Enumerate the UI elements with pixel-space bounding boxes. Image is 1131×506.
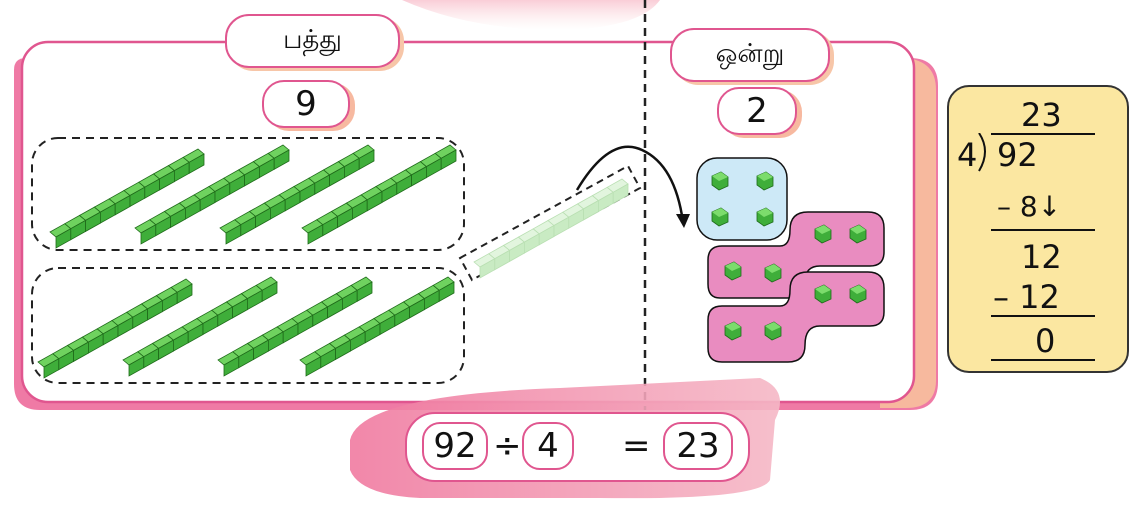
ten-rod-icon: [217, 276, 373, 377]
step1-subtract: – 8↓: [997, 190, 1062, 223]
quotient-line: [991, 133, 1095, 135]
unit-cube-icon: [814, 284, 832, 304]
unit-cube-icon: [724, 261, 742, 281]
step2-subtract: – 12: [993, 278, 1060, 316]
ten-rod-icon: [299, 276, 455, 377]
ones-label: ஒன்று: [670, 28, 830, 82]
final-remainder: 0: [1035, 322, 1056, 360]
equation-result: 23: [663, 422, 733, 470]
step2-line: [991, 315, 1095, 317]
unit-cube-icon: [764, 263, 782, 283]
unit-cube-icon: [711, 171, 729, 191]
ones-value: 2: [717, 87, 797, 135]
unit-cube-icon: [814, 224, 832, 244]
unit-cube-icon: [764, 321, 782, 341]
unit-cube-icon: [849, 284, 867, 304]
ten-rod-icon: [122, 276, 278, 377]
unit-cube-icon: [756, 171, 774, 191]
ones-value-text: 2: [746, 91, 768, 131]
unit-cube-icon: [756, 207, 774, 227]
faded-ten-rod-icon: [473, 178, 629, 279]
ten-rod-icon: [37, 278, 193, 379]
equation-divisor-text: 4: [537, 426, 559, 466]
step1-line: [991, 229, 1095, 231]
ten-rod-icon: [219, 144, 375, 245]
long-division-box: 23 4 92 – 8↓ 12 – 12 0: [947, 85, 1129, 373]
quotient: 23: [1021, 96, 1062, 134]
equation-divisor: 4: [522, 422, 574, 470]
equation-operator: ÷: [493, 426, 522, 466]
equation-dividend-text: 92: [433, 426, 477, 466]
division-bracket-icon: [978, 133, 986, 172]
ten-rod-icon: [134, 144, 290, 245]
tens-value: 9: [262, 80, 350, 128]
curved-arrow-icon: [575, 145, 685, 223]
equation-dividend: 92: [422, 422, 488, 470]
tens-label: பத்து: [225, 14, 400, 68]
unit-cube-icon: [849, 224, 867, 244]
equation-equals: =: [622, 426, 651, 466]
divisor: 4: [957, 136, 978, 174]
tens-label-text: பத்து: [283, 24, 342, 55]
dividend: 92: [997, 136, 1038, 174]
unit-cube-icon: [711, 207, 729, 227]
ten-rod-icon: [49, 148, 205, 249]
final-line: [991, 359, 1095, 361]
step1-remainder: 12: [1021, 238, 1062, 276]
ones-label-text: ஒன்று: [715, 38, 785, 69]
tens-value-text: 9: [295, 84, 317, 124]
unit-cube-icon: [724, 321, 742, 341]
equation-result-text: 23: [676, 426, 720, 466]
ten-rod-icon: [301, 144, 457, 245]
